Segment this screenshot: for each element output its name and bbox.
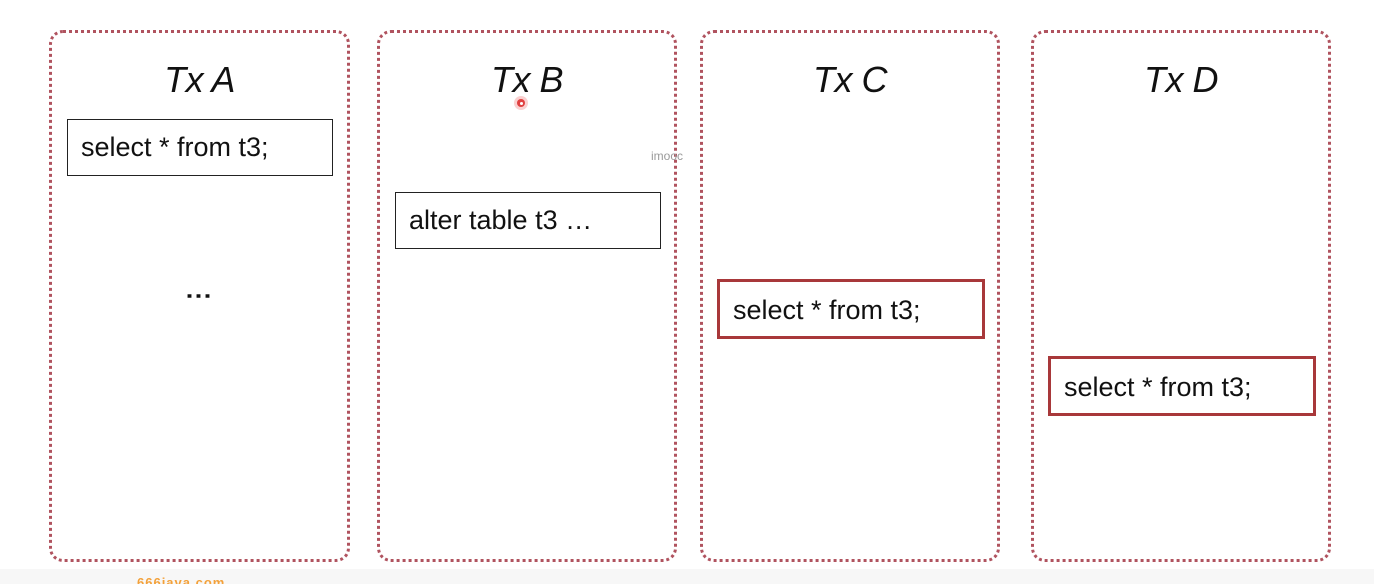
- bottom-watermark-text: 666java.com: [137, 575, 226, 584]
- transaction-title-a: Tx A: [164, 59, 235, 100]
- transaction-panel-b: Tx B alter table t3 …: [377, 30, 677, 562]
- pointer-dot-icon: [517, 99, 525, 107]
- bottom-strip: 666java.com: [0, 569, 1374, 584]
- transaction-title-d: Tx D: [1144, 59, 1219, 100]
- transaction-panel-c: Tx C select * from t3;: [700, 30, 1000, 562]
- watermark-text: imooc: [651, 149, 684, 163]
- continuation-ellipsis: ⋮: [52, 281, 347, 311]
- sql-statement-box-b: alter table t3 …: [395, 192, 661, 249]
- transaction-panel-d: Tx D select * from t3;: [1031, 30, 1331, 562]
- sql-statement-box-d: select * from t3;: [1048, 356, 1316, 416]
- vertical-ellipsis-icon: ⋮: [184, 283, 215, 305]
- transaction-title-b: Tx B: [490, 59, 564, 100]
- sql-statement-box-a: select * from t3;: [67, 119, 333, 176]
- sql-statement-box-c: select * from t3;: [717, 279, 985, 339]
- transaction-panel-a: Tx A select * from t3; ⋮: [49, 30, 350, 562]
- transaction-title-c: Tx C: [813, 59, 888, 100]
